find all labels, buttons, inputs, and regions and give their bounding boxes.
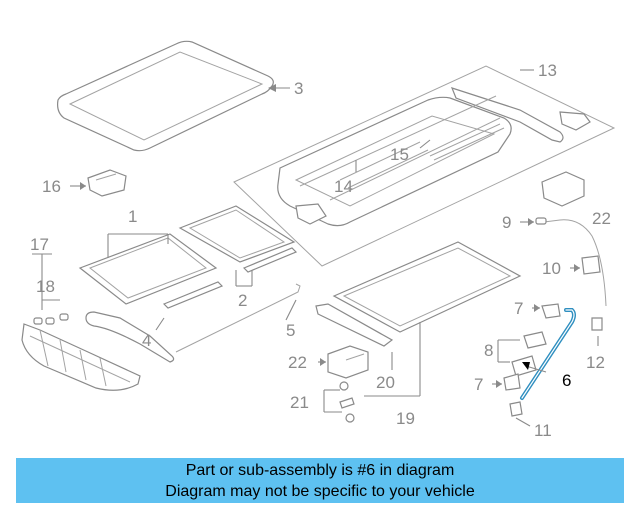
part-22-motor-lower: [327, 345, 369, 379]
banner-line-1: Part or sub-assembly is #6 in diagram: [185, 462, 455, 479]
callout-15: 15: [390, 145, 409, 164]
callout-14: 14: [334, 177, 353, 196]
callout-3: 3: [294, 79, 303, 98]
part-19-sunshade: [315, 241, 522, 347]
callout-17: 17: [30, 235, 49, 254]
part-6-drain-hose-highlighted: [520, 308, 576, 400]
callout-11: 11: [534, 421, 552, 440]
callout-9: 9: [502, 213, 511, 232]
callout-22-upper: 22: [592, 209, 611, 228]
part-22-motor-upper: [541, 171, 585, 207]
part-2-strips: [162, 247, 298, 309]
callout-22-lower: 22: [288, 353, 307, 372]
callout-7-lower: 7: [474, 375, 483, 394]
callout-19: 19: [396, 409, 415, 428]
callout-1: 1: [128, 207, 137, 226]
callout-7-upper: 7: [514, 299, 523, 318]
part-17-sunshade-trim: [21, 313, 141, 391]
part-21-clip: [339, 381, 355, 423]
callout-18: 18: [36, 277, 55, 296]
callout-13: 13: [538, 61, 557, 80]
banner-line-2: Diagram may not be specific to your vehi…: [165, 483, 475, 500]
callout-20: 20: [376, 373, 395, 392]
leader-lines: [32, 69, 599, 427]
part-10-12-fittings: [581, 255, 603, 331]
part-1-glass-panels: [78, 205, 296, 305]
part-16-bracket: [87, 169, 127, 197]
part-14-15-rails: [339, 123, 505, 189]
info-banner: Part or sub-assembly is #6 in diagram Di…: [16, 458, 624, 503]
callout-21: 21: [290, 393, 309, 412]
callout-labels: 3 13 16 1 2 4 5 17 18 14 15 9 22 10 7 8 …: [30, 61, 611, 440]
part-7-8-11-brackets: [503, 303, 561, 417]
callout-16: 16: [42, 177, 61, 196]
part-9-cable: [535, 217, 607, 307]
callout-10: 10: [542, 259, 561, 278]
part-3-seal-frame: [57, 40, 274, 152]
callout-4: 4: [142, 331, 151, 350]
part-13-roof-frame: [233, 65, 616, 267]
callout-5: 5: [286, 321, 295, 340]
part-4-5-seals: [85, 283, 301, 363]
callout-6-highlighted: 6: [562, 371, 571, 390]
callout-2: 2: [238, 291, 247, 310]
callout-8: 8: [484, 341, 493, 360]
callout-12: 12: [586, 353, 605, 372]
